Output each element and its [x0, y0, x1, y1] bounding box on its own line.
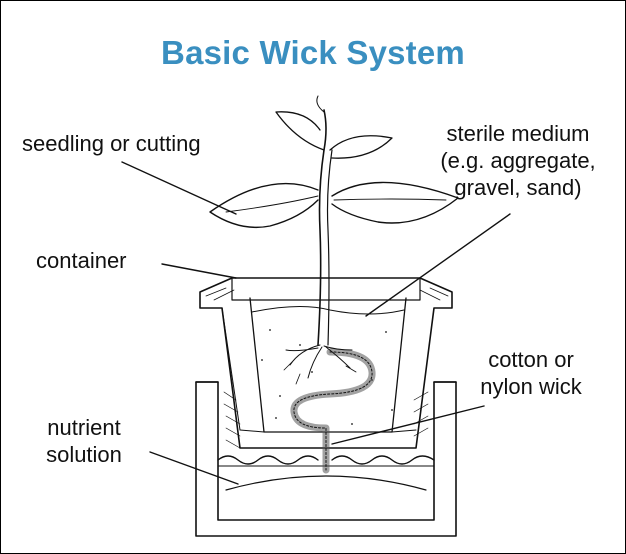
leader-wick	[332, 406, 484, 444]
leader-container	[162, 264, 236, 278]
leader-seedling	[122, 162, 236, 214]
leader-lines	[122, 162, 510, 484]
seedling-plant	[210, 96, 458, 384]
leader-medium	[366, 214, 510, 316]
container-pot	[200, 278, 452, 448]
wick	[294, 352, 372, 470]
